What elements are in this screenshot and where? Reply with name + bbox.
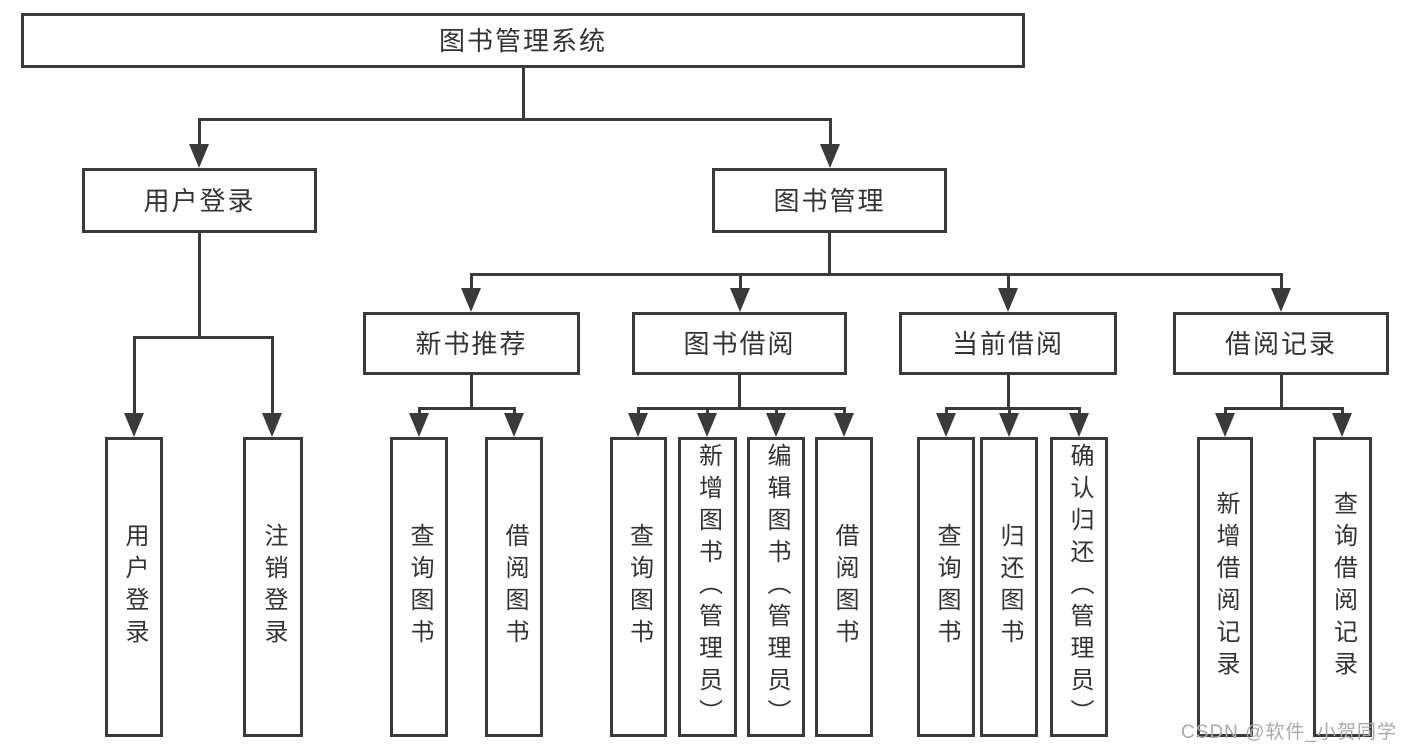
node-borrowing-records: 借阅记录: [1173, 312, 1389, 375]
node-label: 图书管理系统: [438, 25, 607, 56]
node-book-borrowing: 图书借阅: [632, 312, 847, 375]
connector-line: [1078, 407, 1081, 415]
csdn-watermark: CSDN @软件_小贺同学: [1181, 722, 1397, 743]
node-label: 查询借阅记录: [1329, 491, 1357, 683]
node-label: 当前借阅: [951, 328, 1064, 359]
connector-line: [271, 336, 274, 416]
node-label: 归还图书: [996, 523, 1023, 651]
arrowhead-icon: [262, 413, 282, 437]
connector-line: [829, 118, 832, 148]
node-label: 新增图书（管理员）: [694, 443, 722, 731]
connector-line: [945, 407, 1081, 410]
connector-line: [1007, 273, 1010, 291]
node-label: 用户登录: [143, 185, 256, 216]
node-current-borrowing: 当前借阅: [899, 312, 1117, 375]
connector-line: [1008, 407, 1011, 415]
connector-line: [198, 118, 201, 148]
node-leaf-borrow-books-1: 借阅图书: [485, 437, 543, 737]
node-user-login: 用户登录: [82, 168, 317, 233]
connector-line: [470, 273, 473, 291]
node-label: 查询图书: [406, 523, 433, 651]
arrowhead-icon: [730, 288, 750, 312]
node-label: 图书管理: [773, 185, 886, 216]
connector-line: [637, 407, 846, 410]
arrowhead-icon: [1215, 413, 1235, 437]
node-label: 借阅记录: [1224, 328, 1337, 359]
node-label: 借阅图书: [831, 523, 858, 651]
connector-line: [828, 233, 831, 273]
arrowhead-icon: [998, 288, 1018, 312]
connector-line: [1007, 375, 1010, 407]
node-leaf-logout: 注销登录: [243, 437, 303, 737]
node-label: 新书推荐: [415, 328, 528, 359]
node-leaf-user-login: 用户登录: [105, 437, 163, 737]
node-label: 编辑图书（管理员）: [763, 443, 790, 731]
node-label: 用户登录: [121, 523, 148, 651]
node-leaf-query-books-3: 查询图书: [917, 437, 975, 737]
node-label: 图书借阅: [683, 328, 796, 359]
node-label: 查询图书: [625, 523, 653, 651]
arrowhead-icon: [409, 413, 429, 437]
node-label: 注销登录: [260, 523, 287, 651]
connector-line: [945, 407, 948, 415]
arrowhead-icon: [628, 413, 648, 437]
node-label: 确认归还（管理员）: [1066, 443, 1093, 731]
node-leaf-edit-book-admin: 编辑图书（管理员）: [747, 437, 805, 737]
connector-line: [637, 407, 640, 415]
node-label: 借阅图书: [501, 523, 528, 651]
arrowhead-icon: [766, 413, 786, 437]
node-label: 查询图书: [933, 523, 960, 651]
arrowhead-icon: [1271, 288, 1291, 312]
node-leaf-query-borrow-record: 查询借阅记录: [1313, 437, 1372, 737]
connector-line: [133, 336, 274, 339]
arrowhead-icon: [999, 413, 1019, 437]
connector-line: [198, 118, 831, 121]
node-leaf-add-borrow-record: 新增借阅记录: [1197, 437, 1253, 737]
arrowhead-icon: [1332, 413, 1352, 437]
connector-line: [843, 407, 846, 415]
connector-line: [739, 273, 742, 291]
connector-line: [738, 375, 741, 407]
arrowhead-icon: [504, 413, 524, 437]
connector-line: [1280, 273, 1283, 291]
node-leaf-add-book-admin: 新增图书（管理员）: [678, 437, 737, 737]
arrowhead-icon: [820, 144, 840, 168]
arrowhead-icon: [834, 413, 854, 437]
node-library-management-system: 图书管理系统: [21, 13, 1025, 68]
arrowhead-icon: [1069, 413, 1089, 437]
arrowhead-icon: [936, 413, 956, 437]
connector-line: [1280, 375, 1283, 407]
connector-line: [775, 407, 778, 415]
connector-line: [1224, 407, 1227, 415]
node-leaf-confirm-return-admin: 确认归还（管理员）: [1050, 437, 1108, 737]
connector-line: [470, 375, 473, 407]
connector-line: [513, 407, 516, 415]
arrowhead-icon: [461, 288, 481, 312]
node-leaf-query-books-1: 查询图书: [390, 437, 448, 737]
arrowhead-icon: [697, 413, 717, 437]
connector-line: [418, 407, 421, 415]
connector-line: [470, 273, 1282, 276]
connector-line: [706, 407, 709, 415]
node-leaf-return-book: 归还图书: [980, 437, 1038, 737]
node-label: 新增借阅记录: [1212, 491, 1239, 683]
connector-line: [1224, 407, 1344, 410]
node-new-book-recommend: 新书推荐: [363, 312, 580, 375]
connector-line: [522, 68, 525, 118]
node-leaf-query-books-2: 查询图书: [610, 437, 667, 737]
connector-line: [1341, 407, 1344, 415]
connector-line: [133, 336, 136, 416]
connector-line: [418, 407, 516, 410]
arrowhead-icon: [189, 144, 209, 168]
connector-line: [198, 233, 201, 336]
arrowhead-icon: [124, 413, 144, 437]
node-book-management: 图书管理: [712, 168, 947, 233]
node-leaf-borrow-books-2: 借阅图书: [815, 437, 873, 737]
